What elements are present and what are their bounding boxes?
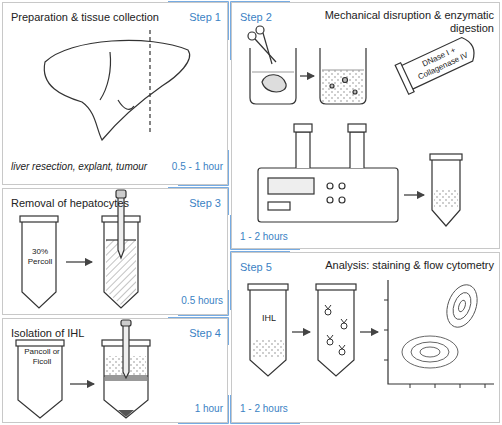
step-number: Step 4 <box>175 327 221 340</box>
step-title: Isolation of IHL <box>11 327 171 340</box>
step-number: Step 5 <box>240 261 290 274</box>
step-panel: Mechanical disruption & enzymatic digest… <box>231 2 500 249</box>
time-label: 1 - 2 hours <box>240 403 330 415</box>
tube-label: IHL <box>252 313 286 324</box>
tube-label: Pancoll or Ficoll <box>20 347 64 366</box>
step-title: Preparation & tissue collection <box>11 11 171 24</box>
step-title: Analysis: staining & flow cytometry <box>324 259 494 272</box>
time-label: 1 - 2 hours <box>240 231 330 243</box>
step-panel: Analysis: staining & flow cytometry Step … <box>231 252 500 423</box>
time-label: 0.5 hours <box>153 295 223 307</box>
reagent-label: DNase I + Collagenase IV <box>408 39 474 83</box>
step-number: Step 1 <box>175 11 221 24</box>
step-panel: Removal of hepatocytes Step 3 30% Percoll 0… <box>2 188 228 315</box>
step-panel: Isolation of IHL Step 4 Pancoll or Ficoll 1… <box>2 318 228 423</box>
liver-drawing <box>44 30 189 140</box>
analysis-drawing <box>248 280 494 388</box>
step-title: Mechanical disruption & enzymatic digest… <box>324 9 494 35</box>
time-label: 1 hour <box>153 403 223 415</box>
digestion-drawing <box>248 26 479 226</box>
tube-label: 30% Percoll <box>23 247 57 266</box>
step-title: Removal of hepatocytes <box>11 197 171 210</box>
note-text: liver resection, explant, tumour <box>11 161 171 173</box>
step-panel: Preparation & tissue collection Step 1 liv… <box>2 2 228 185</box>
time-label: 0.5 - 1 hour <box>153 161 223 173</box>
step-number: Step 3 <box>175 197 221 210</box>
step-number: Step 2 <box>240 11 290 24</box>
